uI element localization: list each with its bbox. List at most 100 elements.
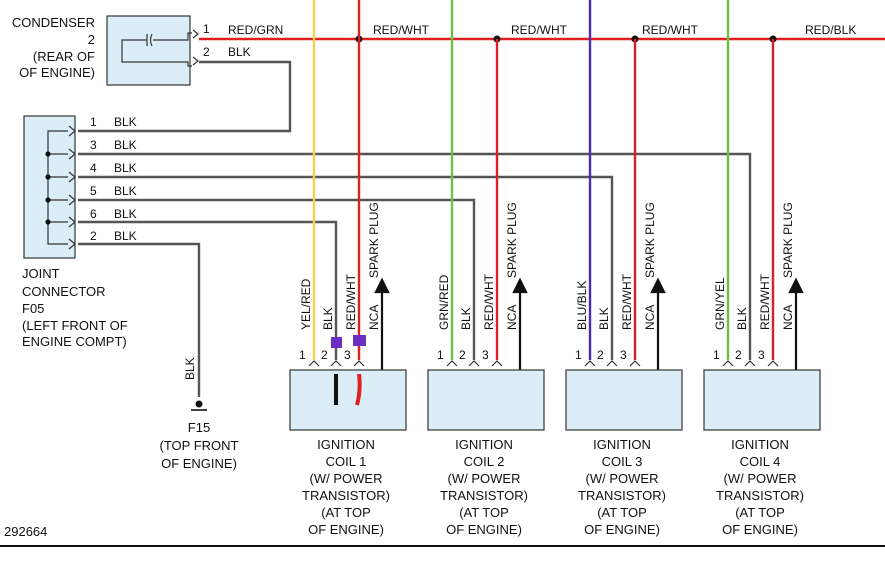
joint-node-4 [45, 219, 51, 225]
coil-1-label-1: IGNITION [317, 437, 375, 452]
coil-4-label-3: (W/ POWER [724, 471, 797, 486]
condenser-pin-2-chevron [192, 56, 199, 66]
condenser-label-1: CONDENSER [12, 15, 95, 30]
joint-pin-wire: BLK [114, 207, 137, 221]
coil-3-pin-3: 3 [620, 348, 627, 362]
coil-1-wire-4: NCA [367, 305, 381, 330]
joint-label-4: (LEFT FRONT OF [22, 318, 128, 333]
bus-label-4: RED/BLK [805, 23, 856, 37]
joint-pin-2-wire [78, 242, 201, 397]
joint-pin-num: 3 [90, 138, 97, 152]
coil-2-label-3: (W/ POWER [448, 471, 521, 486]
coil-4-label-6: OF ENGINE) [722, 522, 798, 537]
condenser-pin-1-num: 1 [203, 22, 210, 36]
joint-pin-chevron [68, 238, 76, 250]
coil-1-pin-3-marker [353, 335, 366, 346]
joint-pin-chevron [68, 171, 76, 183]
condenser-pin-1-wire: RED/GRN [228, 23, 283, 37]
condenser-ground-wire [78, 60, 292, 133]
joint-pin-wire: BLK [114, 229, 137, 243]
coil-3-pin-2: 2 [597, 348, 604, 362]
coil-2-label-6: OF ENGINE) [446, 522, 522, 537]
coil-4-wire-2: BLK [735, 307, 749, 330]
condenser-label-4: OF ENGINE) [19, 65, 95, 80]
coil-3-wire-4: NCA [643, 305, 657, 330]
coil-1-wire-2: BLK [321, 307, 335, 330]
joint-pin-num: 2 [90, 229, 97, 243]
joint-node-2 [45, 174, 51, 180]
coil-2-label-5: (AT TOP [459, 505, 509, 520]
coil-4-label-4: TRANSISTOR) [716, 488, 804, 503]
joint-pin-num: 4 [90, 161, 97, 175]
ignition-coil-3: BLU/BLK BLK RED/WHT NCA SPARK PLUG 1 2 3… [565, 202, 683, 537]
coil-2-pin-2: 2 [459, 348, 466, 362]
condenser-pin-2-wire: BLK [228, 45, 251, 59]
coil-1-pin-1: 1 [299, 348, 306, 362]
joint-label-3: F05 [22, 301, 44, 316]
condenser: CONDENSER 2 (REAR OF OF ENGINE) 1 2 RED/… [12, 15, 283, 86]
coil-2-wire-1: GRN/RED [437, 274, 451, 330]
coil-4-wire-5: SPARK PLUG [781, 202, 795, 278]
joint-label-5: ENGINE COMPT) [22, 334, 127, 349]
joint-label-2: CONNECTOR [22, 284, 106, 299]
coil-feed-wires [312, 0, 775, 360]
joint-pin-chevron [68, 194, 76, 206]
spark-plug-outputs [374, 277, 804, 370]
coil-2-wire-2: BLK [459, 307, 473, 330]
coil-4-label-5: (AT TOP [735, 505, 785, 520]
bus-label-2: RED/WHT [511, 23, 568, 37]
joint-node-1 [45, 151, 51, 157]
coil-1-box [289, 369, 407, 431]
ground-wires [78, 152, 752, 397]
coil-1-pin-2-marker [331, 337, 342, 348]
joint-pin-5-wire [78, 198, 476, 360]
coil-3-label-6: OF ENGINE) [584, 522, 660, 537]
ground-label-2: (TOP FRONT [160, 438, 239, 453]
coil-3-wire-2: BLK [597, 307, 611, 330]
capacitor-symbol [121, 32, 192, 67]
coil-2-wire-4: NCA [505, 305, 519, 330]
condenser-pin-2-num: 2 [203, 45, 210, 59]
spark-plug-arrow-icon [650, 277, 666, 294]
bus-label-3: RED/WHT [642, 23, 699, 37]
coil-1-label-6: OF ENGINE) [308, 522, 384, 537]
coil-3-label-5: (AT TOP [597, 505, 647, 520]
coil-3-label-2: COIL 3 [602, 454, 643, 469]
coil-1-label-3: (W/ POWER [310, 471, 383, 486]
coil-3-pin-1: 1 [575, 348, 582, 362]
coil-2-wire-5: SPARK PLUG [505, 202, 519, 278]
joint-pin-6-wire [78, 220, 338, 360]
coil-4-box [703, 369, 821, 431]
spark-plug-arrow-icon [374, 277, 390, 294]
joint-pin-4-wire [78, 175, 614, 360]
joint-pin-chevron [68, 125, 76, 137]
coil-4-wire-4: NCA [781, 305, 795, 330]
joint-pin-num: 1 [90, 115, 97, 129]
coil-2-label-1: IGNITION [455, 437, 513, 452]
ground-symbol-icon [195, 400, 203, 408]
coil-3-label-1: IGNITION [593, 437, 651, 452]
coil-4-pin-1: 1 [713, 348, 720, 362]
coil-3-wire-5: SPARK PLUG [643, 202, 657, 278]
joint-pin-wire: BLK [114, 138, 137, 152]
joint-connector: 1 3 4 5 6 2 BLK BLK BLK BLK BLK BLK JOIN… [22, 115, 137, 349]
joint-node-3 [45, 197, 51, 203]
coil-3-label-3: (W/ POWER [586, 471, 659, 486]
coil-4-label-2: COIL 4 [740, 454, 781, 469]
figure-id: 292664 [4, 524, 47, 539]
coil-1-label-2: COIL 1 [326, 454, 367, 469]
condenser-label-3: (REAR OF [33, 49, 95, 64]
joint-connector-box [23, 115, 76, 259]
coil-1-wire-3: RED/WHT [344, 273, 358, 330]
coil-4-pin-3: 3 [758, 348, 765, 362]
joint-pin-wire: BLK [114, 115, 137, 129]
ignition-coil-4: GRN/YEL BLK RED/WHT NCA SPARK PLUG 1 2 3… [703, 202, 821, 537]
joint-internal-top [47, 130, 68, 245]
coil-1-wire-5: SPARK PLUG [367, 202, 381, 278]
ground-label-3: OF ENGINE) [161, 456, 237, 471]
coil-3-wire-1: BLU/BLK [575, 281, 589, 330]
joint-pin-wire: BLK [114, 184, 137, 198]
condenser-box [106, 15, 191, 86]
ground-wire-label: BLK [183, 357, 197, 380]
